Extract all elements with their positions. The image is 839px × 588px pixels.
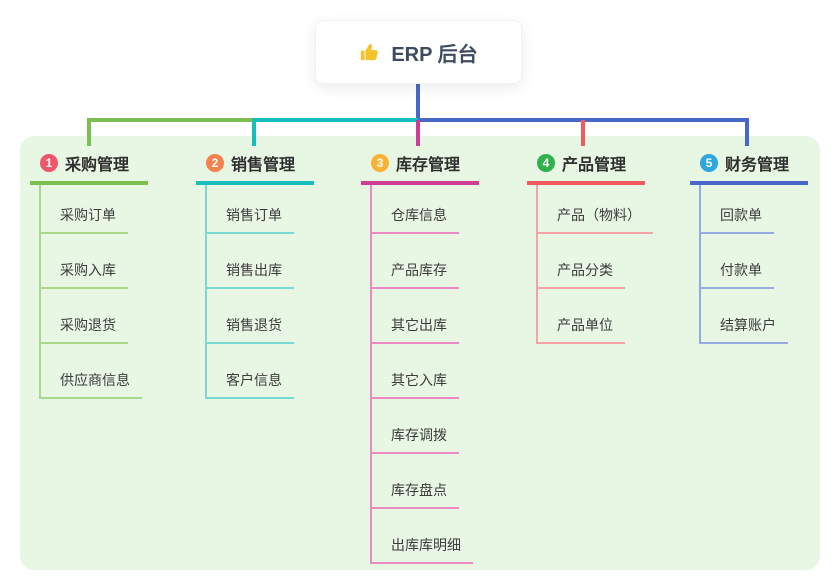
child-node[interactable]: 销售订单 bbox=[207, 185, 294, 234]
child-node[interactable]: 销售退货 bbox=[207, 289, 294, 344]
branch-node[interactable]: 5 财务管理 bbox=[690, 148, 808, 185]
branch: 3 库存管理 仓库信息产品库存其它出库其它入库库存调拨库存盘点出库库明细 bbox=[361, 148, 479, 564]
branch: 1 采购管理 采购订单采购入库采购退货供应商信息 bbox=[30, 148, 148, 399]
branch-node-label: 库存管理 bbox=[396, 157, 461, 174]
child-node[interactable]: 客户信息 bbox=[207, 344, 294, 399]
child-node[interactable]: 销售出库 bbox=[207, 234, 294, 289]
branch-node[interactable]: 3 库存管理 bbox=[361, 148, 479, 185]
child-node-label: 采购订单 bbox=[60, 207, 116, 223]
child-node[interactable]: 出库库明细 bbox=[372, 509, 473, 564]
child-node-label: 销售订单 bbox=[226, 207, 282, 223]
branch-drop-connector-2 bbox=[252, 120, 256, 146]
child-node[interactable]: 产品库存 bbox=[372, 234, 459, 289]
child-node-label: 供应商信息 bbox=[60, 372, 130, 388]
branch-node[interactable]: 2 销售管理 bbox=[196, 148, 314, 185]
bus-connector-segment-2 bbox=[252, 118, 418, 122]
child-node-label: 采购入库 bbox=[60, 262, 116, 278]
root-node-label: ERP 后台 bbox=[391, 43, 478, 66]
thumbs-up-icon bbox=[359, 41, 381, 63]
child-node-label: 产品库存 bbox=[391, 262, 447, 278]
child-node-label: 销售退货 bbox=[226, 317, 282, 333]
child-node-label: 客户信息 bbox=[226, 372, 282, 388]
branch-number-badge: 2 bbox=[206, 154, 224, 172]
child-node[interactable]: 供应商信息 bbox=[41, 344, 142, 399]
branch-node-label: 销售管理 bbox=[231, 157, 296, 174]
child-node[interactable]: 其它入库 bbox=[372, 344, 459, 399]
mindmap-canvas-panel bbox=[20, 136, 820, 570]
child-node-label: 产品分类 bbox=[557, 262, 613, 278]
root-stem-connector bbox=[416, 82, 420, 122]
child-node[interactable]: 其它出库 bbox=[372, 289, 459, 344]
branch-children: 回款单付款单结算账户 bbox=[699, 185, 808, 344]
child-node[interactable]: 结算账户 bbox=[701, 289, 788, 344]
child-node-label: 其它出库 bbox=[391, 317, 447, 333]
child-node-label: 其它入库 bbox=[391, 372, 447, 388]
child-node[interactable]: 采购订单 bbox=[41, 185, 128, 234]
branch-number-badge: 1 bbox=[40, 154, 58, 172]
child-node[interactable]: 产品（物料） bbox=[538, 185, 653, 234]
child-node[interactable]: 采购退货 bbox=[41, 289, 128, 344]
root-node[interactable]: ERP 后台 bbox=[315, 20, 522, 84]
child-node[interactable]: 付款单 bbox=[701, 234, 774, 289]
child-node-label: 产品（物料） bbox=[557, 207, 641, 223]
child-node[interactable]: 库存盘点 bbox=[372, 454, 459, 509]
branch-number-badge: 3 bbox=[371, 154, 389, 172]
child-node[interactable]: 产品分类 bbox=[538, 234, 625, 289]
branch-drop-connector-3 bbox=[416, 120, 420, 146]
branch-node[interactable]: 4 产品管理 bbox=[527, 148, 645, 185]
branch-number-badge: 5 bbox=[700, 154, 718, 172]
child-node[interactable]: 库存调拨 bbox=[372, 399, 459, 454]
bus-connector-segment-1 bbox=[87, 118, 252, 122]
branch-children: 采购订单采购入库采购退货供应商信息 bbox=[39, 185, 148, 399]
branch-node-label: 财务管理 bbox=[725, 157, 790, 174]
branch-children: 产品（物料） 产品分类产品单位 bbox=[536, 185, 653, 344]
child-node-label: 销售出库 bbox=[226, 262, 282, 278]
branch-node[interactable]: 1 采购管理 bbox=[30, 148, 148, 185]
branch-node-label: 产品管理 bbox=[562, 157, 627, 174]
branch-drop-connector-4 bbox=[581, 120, 585, 146]
child-node-label: 库存盘点 bbox=[391, 482, 447, 498]
child-node[interactable]: 仓库信息 bbox=[372, 185, 459, 234]
child-node-label: 产品单位 bbox=[557, 317, 613, 333]
child-node-label: 付款单 bbox=[720, 262, 762, 278]
branch: 2 销售管理 销售订单销售出库销售退货客户信息 bbox=[196, 148, 314, 399]
child-node-label: 出库库明细 bbox=[391, 537, 461, 553]
branch: 4 产品管理 产品（物料） 产品分类产品单位 bbox=[527, 148, 653, 344]
branch-node-label: 采购管理 bbox=[65, 157, 130, 174]
branch-children: 仓库信息产品库存其它出库其它入库库存调拨库存盘点出库库明细 bbox=[370, 185, 479, 564]
branch-children: 销售订单销售出库销售退货客户信息 bbox=[205, 185, 314, 399]
child-node-label: 仓库信息 bbox=[391, 207, 447, 223]
branch-number-badge: 4 bbox=[537, 154, 555, 172]
child-node[interactable]: 回款单 bbox=[701, 185, 774, 234]
child-node-label: 库存调拨 bbox=[391, 427, 447, 443]
branch-drop-connector-5 bbox=[745, 118, 749, 146]
branch-drop-connector-1 bbox=[87, 118, 91, 146]
child-node[interactable]: 产品单位 bbox=[538, 289, 625, 344]
branch: 5 财务管理 回款单付款单结算账户 bbox=[690, 148, 808, 344]
child-node-label: 结算账户 bbox=[720, 317, 776, 333]
child-node[interactable]: 采购入库 bbox=[41, 234, 128, 289]
child-node-label: 回款单 bbox=[720, 207, 762, 223]
child-node-label: 采购退货 bbox=[60, 317, 116, 333]
